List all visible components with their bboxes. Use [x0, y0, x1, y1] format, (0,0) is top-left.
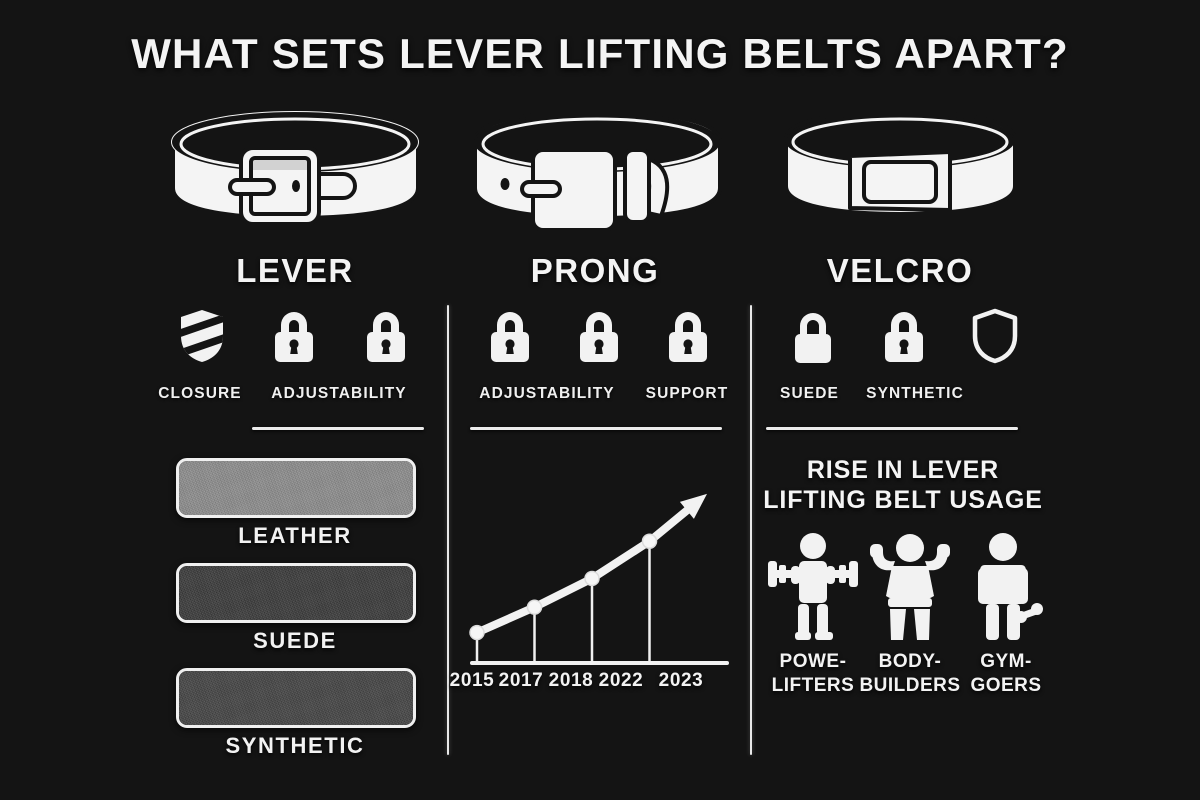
column-heading-lever: LEVER [236, 252, 354, 289]
persona-label-bodybuilders-line1: BODY- [878, 651, 942, 672]
feature-label-closure: CLOSURE [158, 385, 242, 402]
feature-icon-closure [166, 306, 238, 364]
persona-label-gymgoers-line2: GOERS [970, 675, 1042, 696]
column-heading-velcro: VELCRO [826, 252, 974, 289]
page-title: WHAT SETS LEVER LIFTING BELTS APART? [131, 30, 1069, 77]
section-separator-2 [470, 427, 722, 430]
padlock-icon [258, 306, 330, 364]
velcro-belt-icon [778, 108, 1023, 233]
bodybuilder-figure-icon [862, 530, 958, 640]
feature-icon-shield-outline [959, 306, 1031, 364]
chart-tick-2022: 2022 [598, 670, 644, 691]
persona-label-bodybuilders-line2: BUILDERS [859, 675, 961, 696]
leather-texture [179, 461, 413, 515]
suede-texture [179, 566, 413, 620]
material-swatch-suede [176, 563, 416, 623]
gymgoer-figure-icon [958, 530, 1054, 640]
section-separator-3 [766, 427, 1018, 430]
padlock-solid-icon [777, 306, 849, 364]
shield-outline-icon [959, 306, 1031, 364]
rise-title-line-1: RISE IN LEVER [806, 456, 1000, 484]
synthetic-texture [179, 671, 413, 725]
feature-icon-adjustability-1 [258, 306, 330, 364]
feature-label-suede: SUEDE [780, 385, 839, 402]
padlock-icon [350, 306, 422, 364]
striped-shield-icon [166, 306, 238, 364]
padlock-icon [868, 306, 940, 364]
material-label-leather: LEATHER [238, 523, 352, 548]
chart-tick-2015: 2015 [449, 670, 495, 691]
material-label-synthetic: SYNTHETIC [225, 733, 365, 758]
material-label-suede: SUEDE [253, 628, 337, 653]
chart-tick-2018: 2018 [548, 670, 594, 691]
feature-label-adjustability-prong: ADJUSTABILITY [479, 385, 615, 402]
chart-tick-2017: 2017 [498, 670, 544, 691]
persona-label-bodybuilders: BODY- BUILDERS [855, 650, 965, 698]
column-divider-1 [447, 305, 449, 755]
section-separator-1 [252, 427, 424, 430]
column-heading-prong: PRONG [530, 252, 660, 289]
feature-label-adjustability-lever: ADJUSTABILITY [271, 385, 407, 402]
feature-label-synthetic: SYNTHETIC [866, 385, 964, 402]
padlock-icon [474, 306, 546, 364]
chart-tick-2023: 2023 [658, 670, 704, 691]
feature-icon-adjustability-prong-1 [474, 306, 546, 364]
feature-icon-suede [777, 306, 849, 364]
feature-icon-support [652, 306, 724, 364]
persona-label-powerlifters: POWE- LIFTERS [758, 650, 868, 698]
feature-icon-adjustability-prong-2 [563, 306, 635, 364]
persona-label-gymgoers: GYM- GOERS [951, 650, 1061, 698]
rise-title-line-2: LIFTING BELT USAGE [763, 486, 1043, 514]
persona-label-powerlifters-line2: LIFTERS [771, 675, 855, 696]
feature-label-support: SUPPORT [645, 385, 729, 402]
feature-icon-synthetic [868, 306, 940, 364]
material-swatch-leather [176, 458, 416, 518]
rise-section-title: RISE IN LEVER LIFTING BELT USAGE [758, 455, 1048, 515]
persona-label-powerlifters-line1: POWE- [779, 651, 847, 672]
column-divider-2 [750, 305, 752, 755]
usage-line-chart [455, 455, 730, 670]
prong-belt-icon [465, 108, 730, 233]
padlock-icon [563, 306, 635, 364]
material-swatch-synthetic [176, 668, 416, 728]
padlock-icon [652, 306, 724, 364]
feature-icon-adjustability-2 [350, 306, 422, 364]
persona-label-gymgoers-line1: GYM- [980, 651, 1032, 672]
lever-belt-icon [163, 108, 428, 233]
powerlifter-figure-icon [765, 530, 861, 640]
